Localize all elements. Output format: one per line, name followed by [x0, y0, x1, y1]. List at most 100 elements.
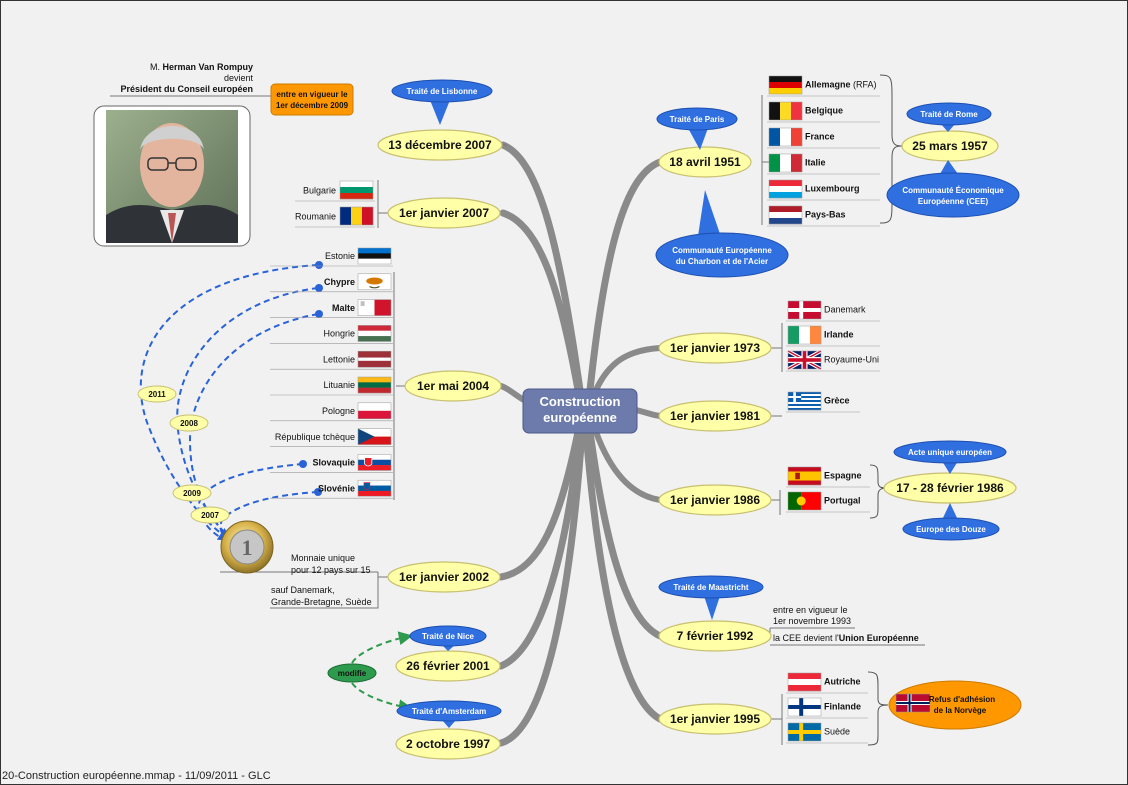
callout-acte: Acte unique européen [893, 440, 1007, 474]
connector-lines [220, 95, 925, 745]
rompuy-devient: devient [224, 73, 254, 83]
flag-finlande-icon [787, 697, 822, 717]
country-allemagne[interactable]: Allemagne (RFA) [767, 75, 880, 97]
country-name: Luxembourg [805, 184, 860, 194]
maastricht-line2: 1er novembre 1993 [773, 616, 851, 626]
country-lettonie[interactable]: Lettonie [270, 350, 393, 370]
country-portugal[interactable]: Portugal [786, 491, 870, 513]
country-finlande[interactable]: Finlande [786, 697, 868, 719]
flag-allemagne-icon [768, 75, 803, 95]
country-chypre[interactable]: Chypre [270, 273, 393, 293]
country-pays-bas[interactable]: Pays-Bas [767, 205, 880, 227]
callout-douze: Europe des Douze [902, 503, 1000, 541]
country-name: Bulgarie [303, 186, 336, 196]
event-node-17-28-fevrier-1986[interactable]: 17 - 28 février 1986 [883, 472, 1017, 504]
country-espagne[interactable]: Espagne [786, 466, 870, 488]
callout-text-line2: du Charbon et de l'Acier [676, 257, 768, 266]
flag-republique-tcheque-icon [357, 428, 392, 445]
main-branches [497, 141, 664, 747]
modifie-nice-arrow [351, 631, 413, 664]
flag-lituanie-icon [357, 376, 392, 394]
country-france[interactable]: France [767, 127, 880, 149]
event-node-25-mars-1957[interactable]: 25 mars 1957 [901, 130, 999, 162]
note-line1: Refus d'adhésion [929, 695, 995, 704]
year-tag-label: 2008 [180, 419, 198, 428]
flag-luxembourg-icon [768, 179, 803, 199]
year-tag-label: 2009 [183, 489, 201, 498]
country-name: Malte [332, 303, 355, 313]
callout-nice: Traité de Nice [409, 625, 487, 651]
flag-portugal-icon [787, 491, 822, 511]
country-grece[interactable]: Grèce [786, 391, 860, 413]
callout-text: Traité de Rome [920, 110, 978, 119]
event-node-1er-janvier-2007[interactable]: 1er janvier 2007 [387, 197, 501, 229]
country-slovenie[interactable]: Slovénie [270, 479, 393, 499]
callout-paris: Traité de Paris [656, 107, 738, 150]
country-roumanie[interactable]: Roumanie [295, 206, 375, 228]
country-italie[interactable]: Italie [767, 153, 880, 175]
country-luxembourg[interactable]: Luxembourg [767, 179, 880, 201]
event-date: 25 mars 1957 [912, 139, 988, 153]
branch-7-feb-1992 [586, 428, 664, 640]
country-name: Finlande [824, 702, 861, 712]
year-tag-label: 2011 [148, 390, 166, 399]
event-node-7-fevrier-1992[interactable]: 7 février 1992 [658, 620, 772, 652]
callout-rome: Traité de Rome [906, 102, 992, 132]
country-name: Roumanie [295, 212, 336, 222]
country-autriche[interactable]: Autriche [786, 672, 868, 694]
event-node-18-avril-1951[interactable]: 18 avril 1951 [658, 146, 752, 178]
country-name: Pologne [322, 406, 355, 416]
event-node-26-fevrier-2001[interactable]: 26 février 2001 [395, 650, 501, 682]
country-name: Grèce [824, 396, 850, 406]
event-node-1er-janvier-1986[interactable]: 1er janvier 1986 [658, 484, 772, 516]
event-node-1er-mai-2004[interactable]: 1er mai 2004 [404, 370, 502, 402]
callout-text-line2: Européenne (CEE) [918, 197, 989, 206]
branch-1-jan-1986 [593, 429, 663, 503]
country-malte[interactable]: Malte [270, 299, 393, 318]
country-belgique[interactable]: Belgique [767, 101, 880, 123]
event-date: 17 - 28 février 1986 [896, 481, 1004, 495]
rompuy-role: Président du Conseil européen [120, 84, 253, 94]
flag-roumanie-icon [339, 206, 374, 226]
country-slovaquie[interactable]: Slovaquie [270, 454, 393, 473]
country-irlande[interactable]: Irlande [786, 325, 880, 347]
event-node-1er-janvier-1981[interactable]: 1er janvier 1981 [658, 400, 772, 432]
branch-1-jan-2007 [499, 209, 582, 394]
event-node-1er-janvier-1973[interactable]: 1er janvier 1973 [658, 332, 772, 364]
country-estonie[interactable]: Estonie [270, 247, 393, 267]
euro-line1: Monnaie unique [291, 553, 355, 563]
country-name: Lettonie [323, 354, 355, 364]
flag-irlande-icon [787, 325, 822, 345]
event-node-2-octobre-1997[interactable]: 2 octobre 1997 [395, 728, 501, 760]
country-name: Royaume-Uni [824, 355, 879, 365]
country-name: Slovaquie [312, 458, 355, 468]
event-node-1er-janvier-1995[interactable]: 1er janvier 1995 [658, 703, 772, 735]
country-royaume-uni[interactable]: Royaume-Uni [786, 349, 880, 372]
flag-pologne-icon [357, 402, 392, 420]
branch-1-jan-1973 [593, 345, 663, 393]
callout-text-line1: Communauté Économique [902, 186, 1004, 195]
event-node-13-decembre-2007[interactable]: 13 décembre 2007 [377, 129, 503, 161]
flag-grece-icon [787, 391, 822, 411]
country-name: Irlande [824, 330, 854, 340]
slovakia-euro-arrow [197, 463, 304, 543]
country-suede[interactable]: Suède [786, 722, 868, 744]
central-title-line2: européenne [543, 410, 617, 425]
country-danemark[interactable]: Danemark [786, 300, 880, 322]
country-lituanie[interactable]: Lituanie [270, 376, 393, 396]
country-bulgarie[interactable]: Bulgarie [295, 180, 375, 202]
country-hongrie[interactable]: Hongrie [270, 325, 393, 344]
country-pologne[interactable]: Pologne [270, 402, 393, 422]
event-node-1er-janvier-2002[interactable]: 1er janvier 2002 [387, 561, 501, 593]
modifie-amsterdam-arrow [351, 682, 413, 714]
maastricht-line1: entre en vigueur le [773, 605, 848, 615]
modifie-tag: modifie [327, 663, 377, 683]
callout-text: Traité de Maastricht [673, 583, 748, 592]
country-republique-tcheque[interactable]: République tchèque [270, 428, 393, 447]
